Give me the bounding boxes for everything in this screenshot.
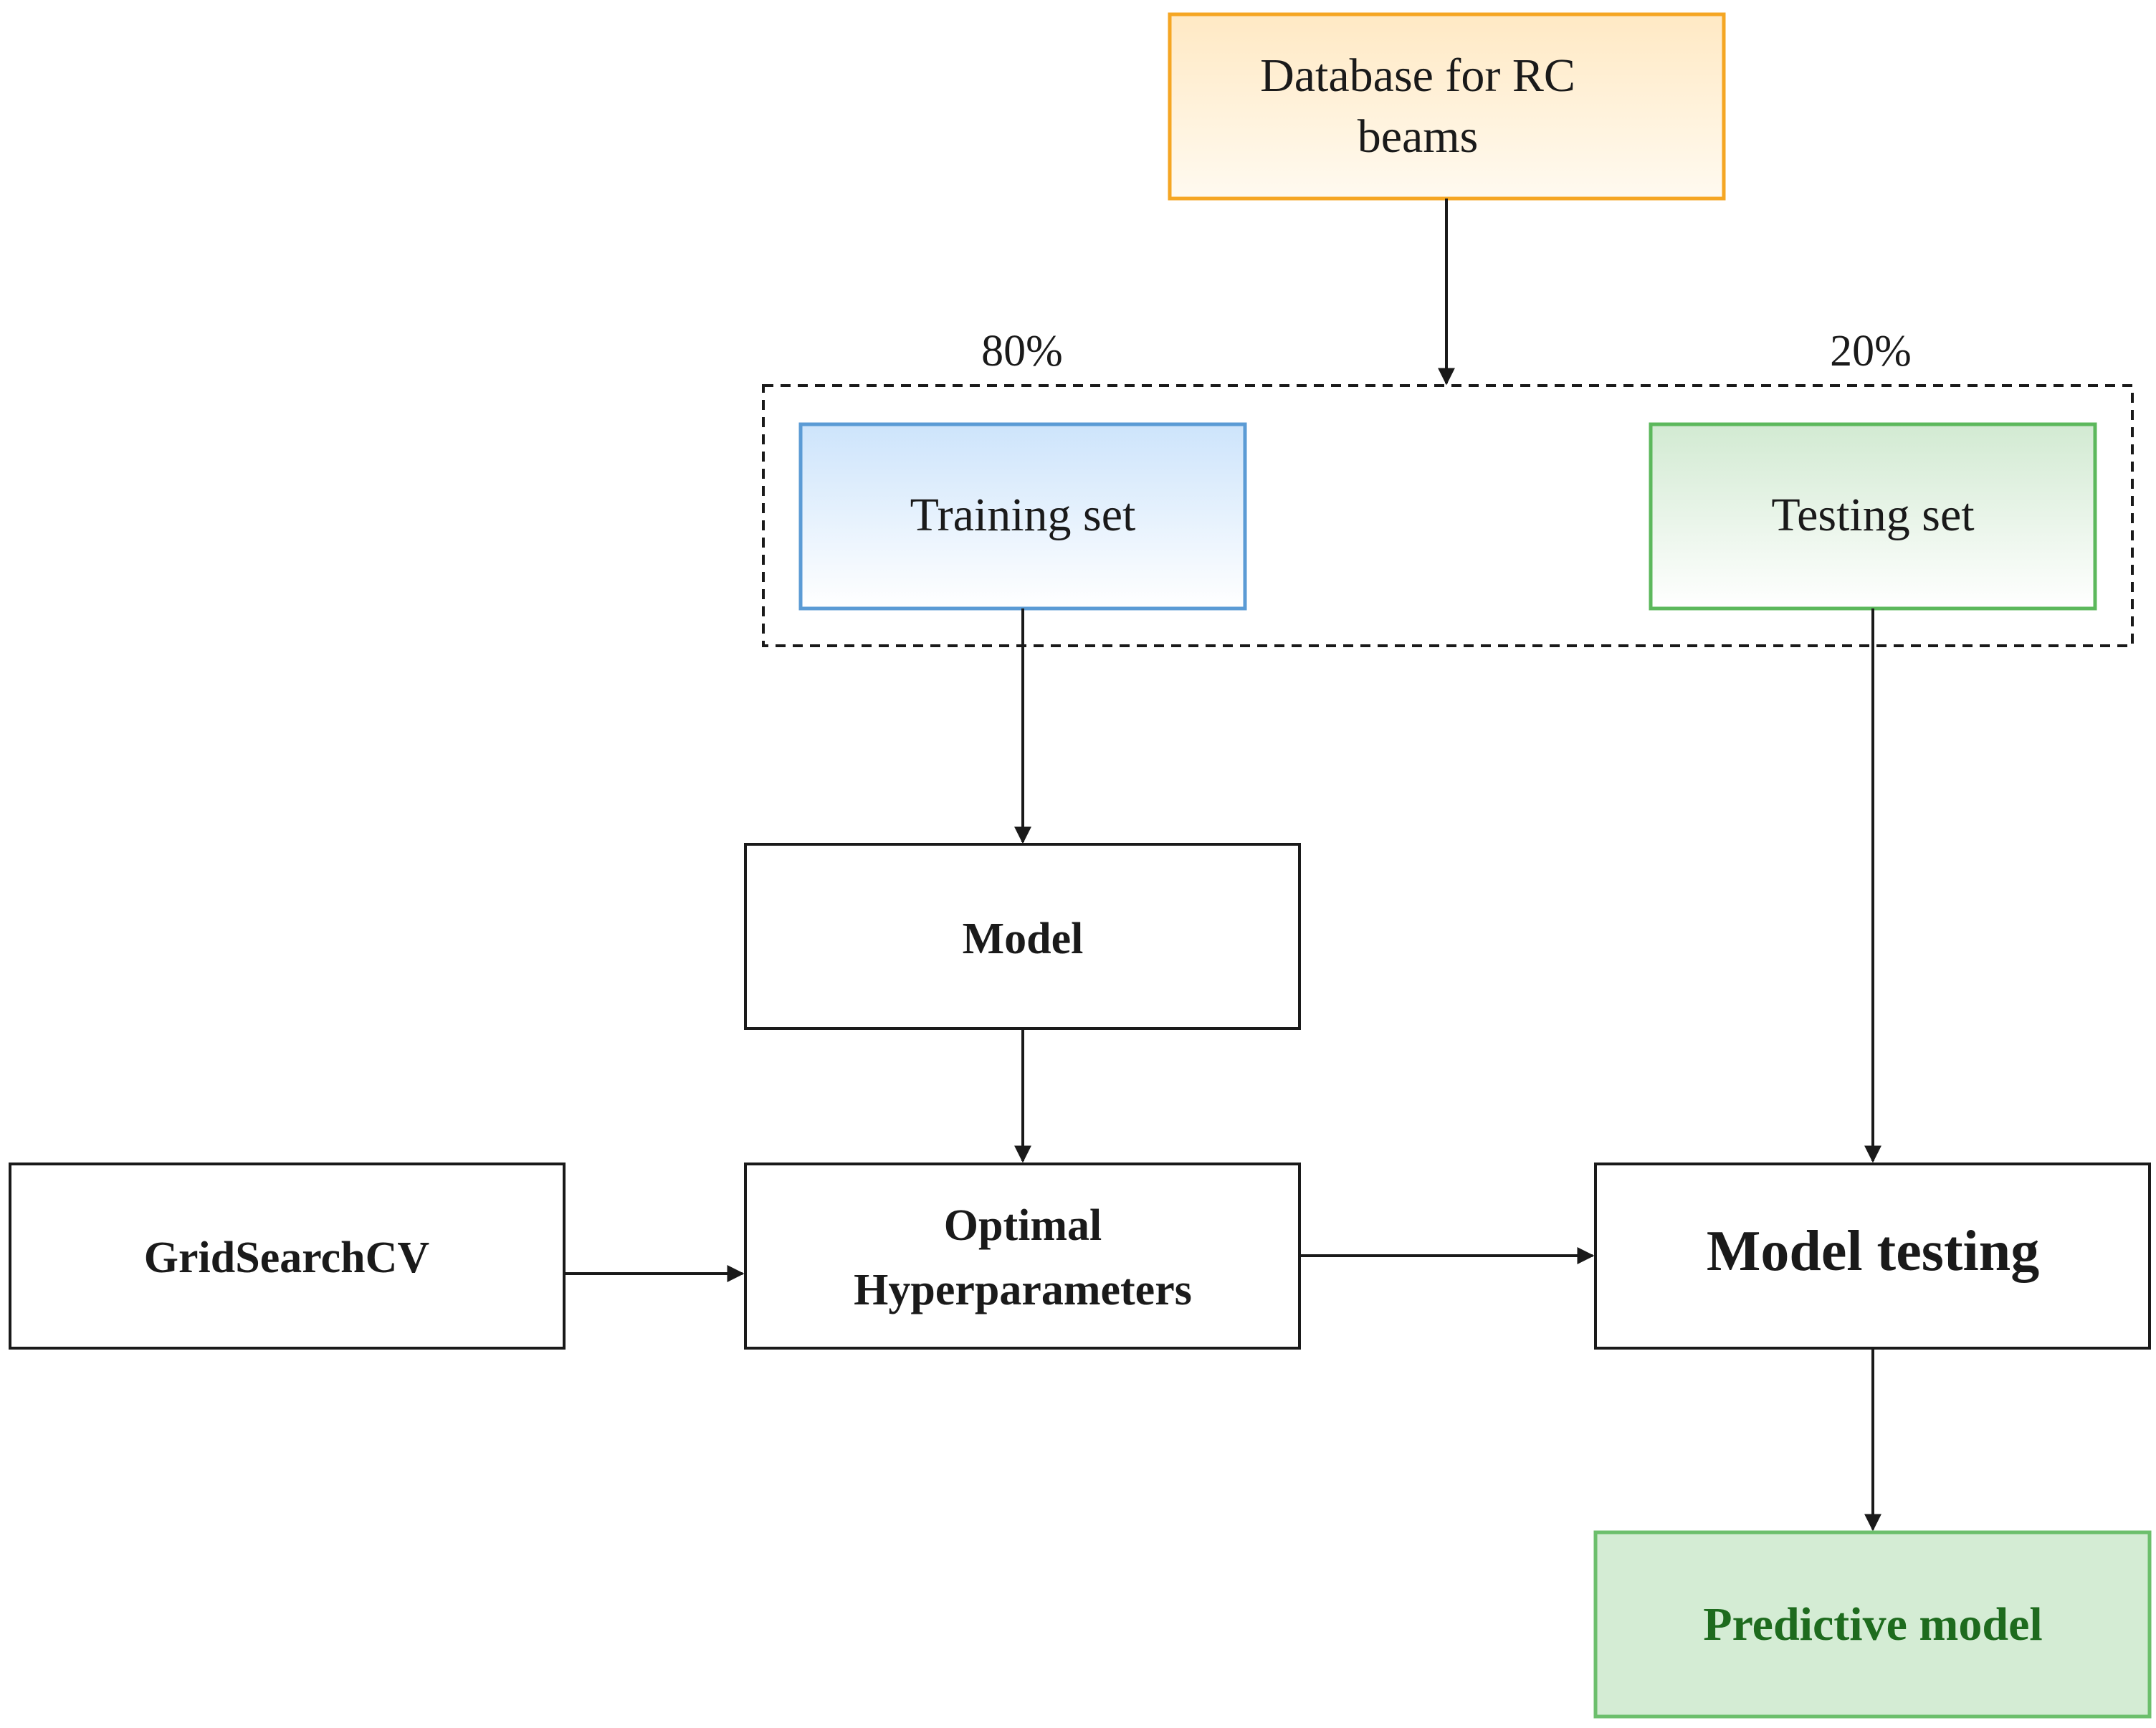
model-node: Model [744,843,1301,1030]
database-label-line1: Database for RC [1260,49,1575,102]
training-set-node: Training set [798,422,1247,611]
optimal-hyperparameters-node: Optimal Hyperparameters [744,1163,1301,1350]
optimal-label-line1: Optimal [944,1201,1102,1250]
data-split-container [762,384,2134,647]
database-label-line2: beams [1358,110,1479,163]
train-percentage-label: 80% [981,327,1063,376]
optimal-label-line2: Hyperparameters [854,1266,1192,1314]
gridsearchcv-node: GridSearchCV [9,1163,566,1350]
database-node: Database for RC beams [1168,12,1726,201]
training-set-label: Training set [910,489,1136,541]
model-label: Model [963,915,1084,963]
testing-set-node: Testing set [1649,422,2097,611]
testing-set-label: Testing set [1771,489,1974,541]
gridsearchcv-label: GridSearchCV [144,1233,430,1282]
test-percentage-label: 20% [1830,327,1912,376]
predictive-model-node: Predictive model [1593,1530,2152,1719]
predictive-model-label: Predictive model [1703,1598,2042,1651]
model-testing-node: Model testing [1594,1163,2151,1350]
model-testing-label: Model testing [1707,1220,2039,1283]
